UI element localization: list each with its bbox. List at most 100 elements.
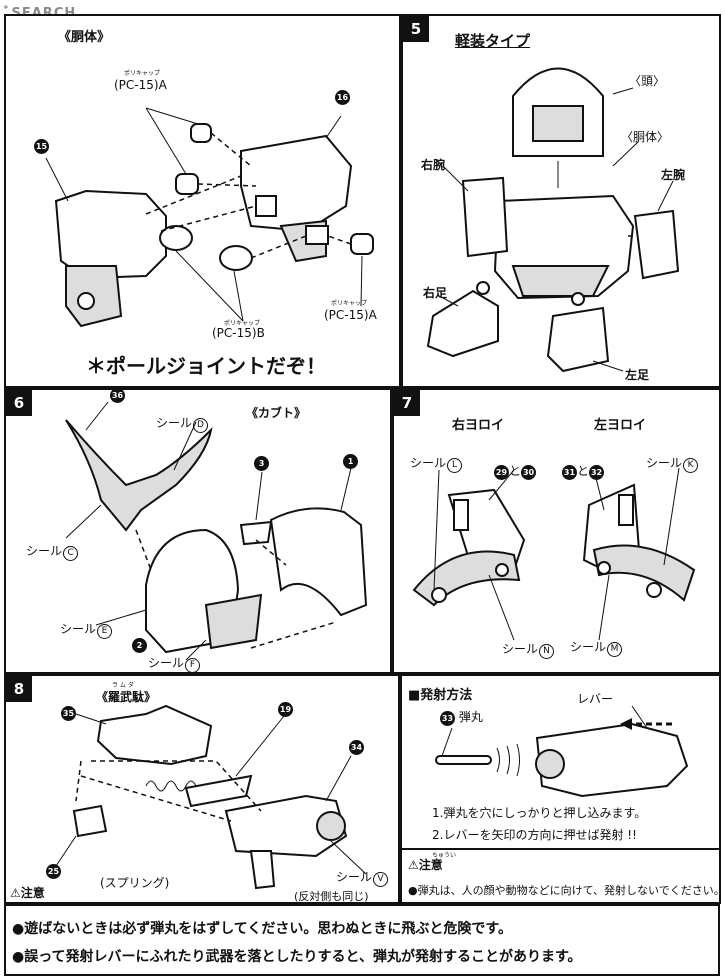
firing-caution-title-text: 注意 bbox=[418, 858, 443, 872]
part-19-badge: 19 bbox=[278, 702, 293, 717]
weapon-caution-text: 注意 bbox=[20, 886, 45, 900]
seal-k-text: シール bbox=[646, 456, 683, 470]
firing-caution-ruby: ちゅうい bbox=[432, 852, 457, 859]
part-32-badge: 32 bbox=[589, 465, 605, 480]
seal-f-text: シール bbox=[148, 656, 185, 670]
left-leg-label: 左足 bbox=[625, 368, 650, 382]
weapon-illustration bbox=[55, 704, 367, 890]
spring-label: (スプリング) bbox=[100, 876, 170, 890]
part-1-badge: 1 bbox=[343, 454, 358, 469]
torso-assembly-illustration bbox=[45, 107, 374, 328]
head-label: 〈頭〉 bbox=[629, 74, 666, 88]
torso-label: 〈胴体〉 bbox=[621, 130, 670, 144]
firing-warning-icon: ⚠ bbox=[408, 858, 419, 872]
panel-light-type: 5 軽装タイプ 〈頭〉 〈胴体〉 右腕 左腕 右足 左足 bbox=[401, 14, 721, 388]
polycap-b-ruby: ポリキャップ bbox=[224, 320, 261, 327]
part-34-badge: 34 bbox=[349, 740, 364, 755]
bullet-label: 33 弾丸 bbox=[440, 708, 483, 726]
panel-firing-method: ■発射方法 レバー 33 弾丸 1.弾丸を穴にしっかりと押し込みます。 2.レバ… bbox=[400, 674, 721, 904]
right-arm-label: 右腕 bbox=[421, 158, 446, 172]
helmet-illustration bbox=[65, 401, 368, 661]
part-33-badge: 33 bbox=[440, 711, 455, 726]
firing-title: ■発射方法 bbox=[408, 688, 473, 703]
part-25-badge: 25 bbox=[46, 864, 61, 879]
lever-label: レバー bbox=[577, 692, 614, 706]
step-5-badge: 5 bbox=[403, 16, 429, 42]
part-35-badge: 35 bbox=[61, 706, 76, 721]
weapon-caution: ⚠注意 bbox=[10, 884, 45, 901]
part-16-badge: 16 bbox=[335, 90, 350, 105]
part-3-badge: 3 bbox=[254, 456, 269, 471]
seal-n-letter: N bbox=[539, 644, 555, 659]
part-29-badge: 29 bbox=[494, 465, 509, 480]
seal-d-text: シール bbox=[156, 416, 193, 430]
light-type-illustration bbox=[426, 67, 680, 373]
right-armor-title: 右ヨロイ bbox=[452, 418, 505, 433]
part-15-badge: 15 bbox=[34, 139, 49, 154]
footer-warning-2: ●誤って発射レバーにふれたり武器を落としたりすると、弾丸が発射することがあります… bbox=[12, 949, 582, 965]
firing-illustration bbox=[435, 705, 689, 798]
seal-v-text: シール bbox=[336, 870, 373, 884]
seal-n-text: シール bbox=[502, 642, 539, 656]
left-armor-title: 左ヨロイ bbox=[594, 418, 647, 433]
reverse-side-note: (反対側も同じ) bbox=[294, 890, 369, 903]
part-2-badge: 2 bbox=[132, 638, 147, 653]
left-arm-label: 左腕 bbox=[661, 168, 686, 182]
polycap-a-top-ruby: ポリキャップ bbox=[124, 70, 161, 77]
step-6-badge: 6 bbox=[6, 390, 32, 416]
step-7-badge: 7 bbox=[394, 390, 420, 416]
firing-step-1: 1.弾丸を穴にしっかりと押し込みます。 bbox=[432, 806, 647, 820]
seal-l-letter: L bbox=[447, 458, 463, 473]
part-30-badge: 30 bbox=[521, 465, 537, 480]
warning-triangle-icon: ⚠ bbox=[10, 886, 21, 900]
torso-title: 《胴体》 bbox=[58, 30, 111, 45]
seal-d-letter: D bbox=[193, 418, 209, 433]
polycap-a-right-label: (PC-15)A bbox=[324, 308, 377, 322]
weapon-title: 《羅武駄》 bbox=[96, 690, 157, 704]
seal-v-letter: V bbox=[373, 872, 389, 887]
right-parts-and: と bbox=[509, 464, 522, 478]
light-type-title: 軽装タイプ bbox=[455, 32, 531, 50]
panel-torso-assembly: 《胴体》 ポリキャップ (PC-15)A 16 15 ポリキャップ (PC-15… bbox=[4, 14, 401, 388]
left-parts-and: と bbox=[577, 464, 590, 478]
right-leg-label: 右足 bbox=[423, 286, 448, 300]
ball-joint-note: ＊ポールジョイントだぞ！ bbox=[86, 354, 326, 378]
helmet-title: 《カブト》 bbox=[246, 406, 307, 420]
step-8-badge: 8 bbox=[6, 676, 32, 702]
part-31-badge: 31 bbox=[562, 465, 577, 480]
firing-divider bbox=[402, 848, 719, 850]
seal-l-text: シール bbox=[410, 456, 447, 470]
polycap-a-top-label: (PC-15)A bbox=[114, 78, 167, 92]
polycap-b-label: (PC-15)B bbox=[212, 326, 265, 340]
seal-f-letter: F bbox=[185, 658, 201, 672]
firing-step-2: 2.レバーを矢印の方向に押せば発射 !! bbox=[432, 828, 637, 842]
footer-warnings: ●遊ばないときは必ず弾丸をはずしてください。思わぬときに飛ぶと危険です。 ●誤っ… bbox=[4, 904, 720, 976]
firing-caution-text: ●弾丸は、人の顔や動物などに向けて、発射しないでください。 bbox=[408, 884, 721, 897]
seal-e-letter: E bbox=[97, 624, 113, 639]
weapon-title-ruby: ラ ム ダ bbox=[112, 682, 134, 689]
armor-illustration bbox=[412, 467, 696, 641]
polycap-a-right-ruby: ポリキャップ bbox=[331, 300, 368, 307]
seal-k-letter: K bbox=[683, 458, 699, 473]
seal-c-text: シール bbox=[26, 544, 63, 558]
firing-caution-title: ⚠注意 bbox=[408, 856, 443, 873]
seal-m-text: シール bbox=[570, 640, 607, 654]
footer-warning-1: ●遊ばないときは必ず弾丸をはずしてください。思わぬときに飛ぶと危険です。 bbox=[12, 921, 512, 937]
bullet-text: 弾丸 bbox=[458, 710, 483, 724]
seal-e-text: シール bbox=[60, 622, 97, 636]
part-36-badge: 36 bbox=[110, 390, 125, 403]
seal-c-letter: C bbox=[63, 546, 79, 561]
seal-m-letter: M bbox=[607, 642, 623, 657]
